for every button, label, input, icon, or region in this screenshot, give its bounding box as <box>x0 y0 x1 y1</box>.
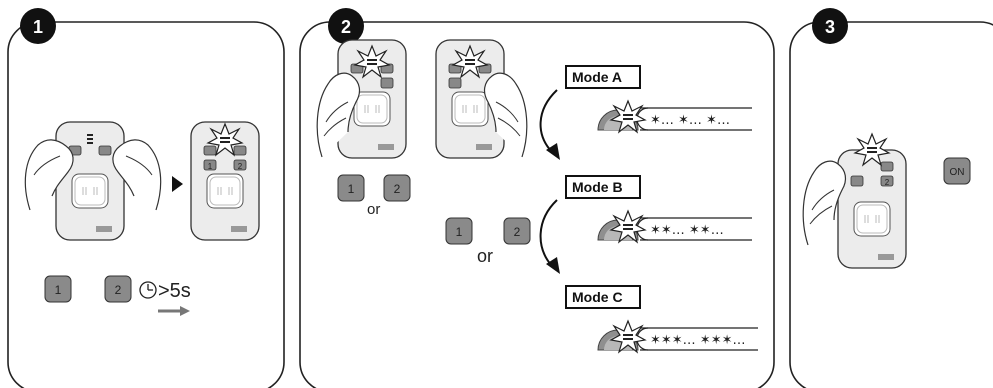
key-choice-b: 1 2 or <box>445 217 531 266</box>
timer-icon <box>139 281 157 299</box>
key-choice-a: 1 2 or <box>337 174 411 218</box>
svg-text:Mode B: Mode B <box>572 179 623 195</box>
key-1 <box>445 217 473 245</box>
or-label: or <box>367 201 380 218</box>
step-number-badge <box>20 8 56 44</box>
key-2 <box>104 275 132 303</box>
panel-step-1: 1 1 <box>7 8 285 388</box>
svg-text:1: 1 <box>208 162 213 171</box>
remote-press-left <box>316 39 407 159</box>
hold-duration: >5s <box>158 280 191 302</box>
key-2 <box>383 174 411 202</box>
flash-pattern: ✶✶✶… ✶✶✶… <box>650 333 746 348</box>
mode-cycle-arrows <box>539 89 558 267</box>
svg-text:ON: ON <box>950 167 965 178</box>
svg-text:1: 1 <box>55 283 62 297</box>
mode-label-box <box>565 285 641 309</box>
mode-b: Mode B ✶✶… ✶✶… <box>565 175 752 243</box>
key-on: ON <box>943 157 971 185</box>
svg-text:1: 1 <box>348 182 355 196</box>
mode-label-box <box>565 175 641 199</box>
mode-label-box <box>565 65 641 89</box>
remote-press-on: 2 <box>802 133 907 269</box>
panel-step-2: 2 1 <box>299 8 775 388</box>
svg-text:2: 2 <box>238 162 243 171</box>
key-1 <box>337 174 365 202</box>
key-sequence: 1 2 >5s <box>44 275 191 316</box>
svg-text:Mode A: Mode A <box>572 69 622 85</box>
or-label: or <box>477 246 493 266</box>
svg-text:2: 2 <box>115 283 122 297</box>
key-1 <box>44 275 72 303</box>
remote-flashing: 1 2 <box>190 121 260 241</box>
remote-two-hands <box>24 121 162 241</box>
mode-a: Mode A ✶… ✶… ✶… <box>565 65 752 133</box>
step-number: 1 <box>33 17 43 37</box>
svg-text:1: 1 <box>456 225 463 239</box>
svg-text:2: 2 <box>394 182 401 196</box>
step-number-badge <box>328 8 364 44</box>
svg-text:2: 2 <box>514 225 521 239</box>
flash-pattern: ✶… ✶… ✶… <box>650 113 730 128</box>
key-2 <box>503 217 531 245</box>
next-arrow <box>172 176 183 192</box>
mode-c: Mode C ✶✶✶… ✶✶✶… <box>565 285 758 353</box>
panel-step-3: 3 2 ON <box>789 8 993 388</box>
remote-press-right <box>435 39 528 159</box>
svg-text:Mode C: Mode C <box>572 289 623 305</box>
svg-text:2: 2 <box>885 178 890 187</box>
step-number-badge <box>812 8 848 44</box>
step-number: 2 <box>341 17 351 37</box>
hold-arrow <box>158 306 190 316</box>
flash-pattern: ✶✶… ✶✶… <box>650 223 724 238</box>
step-number: 3 <box>825 17 835 37</box>
